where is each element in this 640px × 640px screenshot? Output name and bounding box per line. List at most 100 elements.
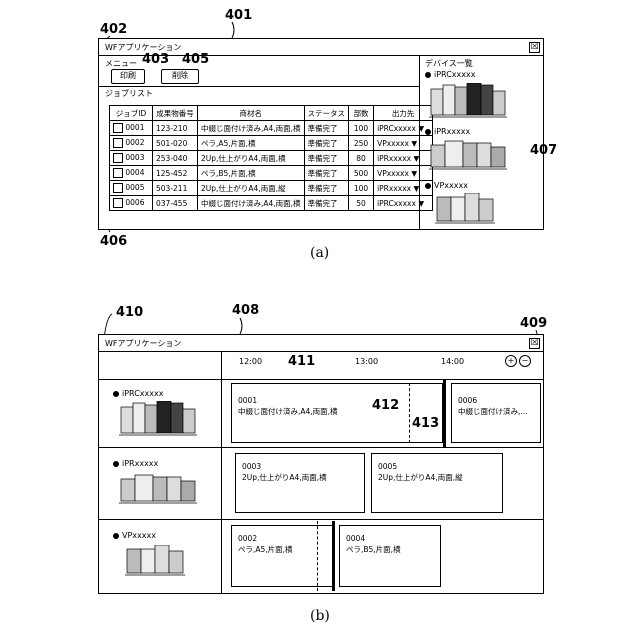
printer-vp-icon[interactable] xyxy=(435,193,495,225)
job-block-0002[interactable]: 0002 ペラ,A5,片面,横 xyxy=(231,525,335,587)
copies: 250 xyxy=(349,136,374,151)
device-item-vp[interactable]: VPxxxxx xyxy=(425,181,468,190)
job-id-cell: 0006 xyxy=(110,196,153,211)
table-row[interactable]: 0003 253-040 2Up,仕上がりA4,両面,横 準備完了 80 iPR… xyxy=(110,151,433,166)
dropdown-arrow-icon[interactable]: ▼ xyxy=(411,139,417,148)
copies: 80 xyxy=(349,151,374,166)
ref-413: 413 xyxy=(412,416,439,431)
device-name: iPRxxxxx xyxy=(122,459,158,468)
job-block-0003[interactable]: 0003 2Up,仕上がりA4,両面,横 xyxy=(235,453,365,513)
job-description: ペラ,B5,片面,横 xyxy=(346,544,434,555)
job-id: 0001 xyxy=(125,123,144,132)
device-column-divider xyxy=(221,351,222,593)
table-row[interactable]: 0005 503-211 2Up,仕上がりA4,両面,縦 準備完了 100 iP… xyxy=(110,181,433,196)
col-header[interactable]: 部数 xyxy=(349,106,374,121)
deadline-bar[interactable] xyxy=(443,379,446,447)
product-number: 125-452 xyxy=(153,166,198,181)
caption-b: (b) xyxy=(310,608,330,624)
device-name: iPRCxxxxx xyxy=(434,70,475,79)
job-description: 中綴じ面付け済み,A4,両面,横 xyxy=(238,406,436,417)
job-block-0006[interactable]: 0006 中綴じ面付け済み,... xyxy=(451,383,541,443)
printer-ipr-icon xyxy=(119,473,197,505)
job-description: 2Up,仕上がりA4,両面,縦 xyxy=(378,472,496,483)
delete-button[interactable]: 削除 xyxy=(161,69,199,84)
device-item-ipr[interactable]: iPRxxxxx xyxy=(113,459,158,468)
table-row[interactable]: 0004 125-452 ペラ,B5,片面,横 準備完了 500 VPxxxxx… xyxy=(110,166,433,181)
destination-value: iPRCxxxxx xyxy=(377,199,416,208)
joblist-label: ジョブリスト xyxy=(105,88,153,99)
status: 準備完了 xyxy=(304,166,349,181)
device-name: VPxxxxx xyxy=(434,181,468,190)
dropdown-arrow-icon[interactable]: ▼ xyxy=(418,199,424,208)
copies: 500 xyxy=(349,166,374,181)
job-id: 0002 xyxy=(125,138,144,147)
current-time-dashed-line xyxy=(409,383,410,443)
job-id: 0002 xyxy=(238,533,328,544)
wf-window-b: WFアプリケーション ☒ 12:00 13:00 14:00 + − iPRCx… xyxy=(98,334,544,594)
device-name: iPRCxxxxx xyxy=(122,389,163,398)
printer-iprc-icon[interactable] xyxy=(429,83,507,121)
bullet-icon xyxy=(425,183,431,189)
job-block-0001[interactable]: 0001 中綴じ面付け済み,A4,両面,横 xyxy=(231,383,443,443)
job-id: 0005 xyxy=(125,183,144,192)
zoom-out-icon[interactable]: − xyxy=(519,355,531,367)
device-item-iprc[interactable]: iPRCxxxxx xyxy=(113,389,163,398)
row-checkbox[interactable] xyxy=(113,183,123,193)
device-item-iprc[interactable]: iPRCxxxxx xyxy=(425,70,475,79)
device-item-vp[interactable]: VPxxxxx xyxy=(113,531,156,540)
job-block-0005[interactable]: 0005 2Up,仕上がりA4,両面,縦 xyxy=(371,453,503,513)
zoom-in-icon[interactable]: + xyxy=(505,355,517,367)
close-icon[interactable]: ☒ xyxy=(529,42,540,53)
ref-403: 403 xyxy=(142,52,169,67)
row-checkbox[interactable] xyxy=(113,138,123,148)
ref-406: 406 xyxy=(100,234,127,249)
timeline-header-divider xyxy=(99,379,543,380)
destination-select[interactable]: iPRxxxxx ▼ xyxy=(374,181,433,196)
status: 準備完了 xyxy=(304,181,349,196)
destination-value: iPRCxxxxx xyxy=(377,124,416,133)
dropdown-arrow-icon[interactable]: ▼ xyxy=(413,154,419,163)
col-header[interactable]: 商材名 xyxy=(198,106,305,121)
job-table-header: ジョブID 成果物番号 商材名 ステータス 部数 出力先 xyxy=(110,106,433,121)
time-label: 13:00 xyxy=(355,357,378,366)
destination-select[interactable]: VPxxxxx ▼ xyxy=(374,136,433,151)
row-checkbox[interactable] xyxy=(113,123,123,133)
destination-select[interactable]: iPRCxxxxx ▼ xyxy=(374,121,433,136)
job-description: ペラ,A5,片面,横 xyxy=(238,544,328,555)
job-id: 0004 xyxy=(125,168,144,177)
dropdown-arrow-icon[interactable]: ▼ xyxy=(411,169,417,178)
window-title: WFアプリケーション xyxy=(105,338,181,349)
device-item-ipr[interactable]: iPRxxxxx xyxy=(425,127,470,136)
destination-select[interactable]: iPRCxxxxx ▼ xyxy=(374,196,433,211)
printer-ipr-icon[interactable] xyxy=(429,139,507,171)
bullet-icon xyxy=(425,72,431,78)
table-row[interactable]: 0002 501-020 ペラ,A5,片面,横 準備完了 250 VPxxxxx… xyxy=(110,136,433,151)
product-name: 中綴じ面付け済み,A4,両面,横 xyxy=(198,196,305,211)
destination-select[interactable]: VPxxxxx ▼ xyxy=(374,166,433,181)
destination-select[interactable]: iPRxxxxx ▼ xyxy=(374,151,433,166)
status: 準備完了 xyxy=(304,151,349,166)
col-header[interactable]: ステータス xyxy=(304,106,349,121)
dropdown-arrow-icon[interactable]: ▼ xyxy=(413,184,419,193)
product-name: 2Up,仕上がりA4,両面,横 xyxy=(198,151,305,166)
table-row[interactable]: 0001 123-210 中綴じ面付け済み,A4,両面,横 準備完了 100 i… xyxy=(110,121,433,136)
col-header[interactable]: 出力先 xyxy=(374,106,433,121)
col-header[interactable]: ジョブID xyxy=(110,106,153,121)
copies: 100 xyxy=(349,181,374,196)
row-checkbox[interactable] xyxy=(113,168,123,178)
row-checkbox[interactable] xyxy=(113,153,123,163)
close-icon[interactable]: ☒ xyxy=(529,338,540,349)
col-header[interactable]: 成果物番号 xyxy=(153,106,198,121)
current-time-dashed-line xyxy=(317,521,318,591)
dropdown-arrow-icon[interactable]: ▼ xyxy=(418,124,424,133)
job-block-0004[interactable]: 0004 ペラ,B5,片面,横 xyxy=(339,525,441,587)
table-row[interactable]: 0006 037-455 中綴じ面付け済み,A4,両面,横 準備完了 50 iP… xyxy=(110,196,433,211)
bullet-icon xyxy=(113,533,119,539)
job-id-cell: 0001 xyxy=(110,121,153,136)
destination-value: VPxxxxx xyxy=(377,169,409,178)
row-checkbox[interactable] xyxy=(113,198,123,208)
product-name: ペラ,A5,片面,横 xyxy=(198,136,305,151)
print-button[interactable]: 印刷 xyxy=(111,69,145,84)
job-id: 0003 xyxy=(242,461,358,472)
deadline-bar[interactable] xyxy=(332,521,335,591)
